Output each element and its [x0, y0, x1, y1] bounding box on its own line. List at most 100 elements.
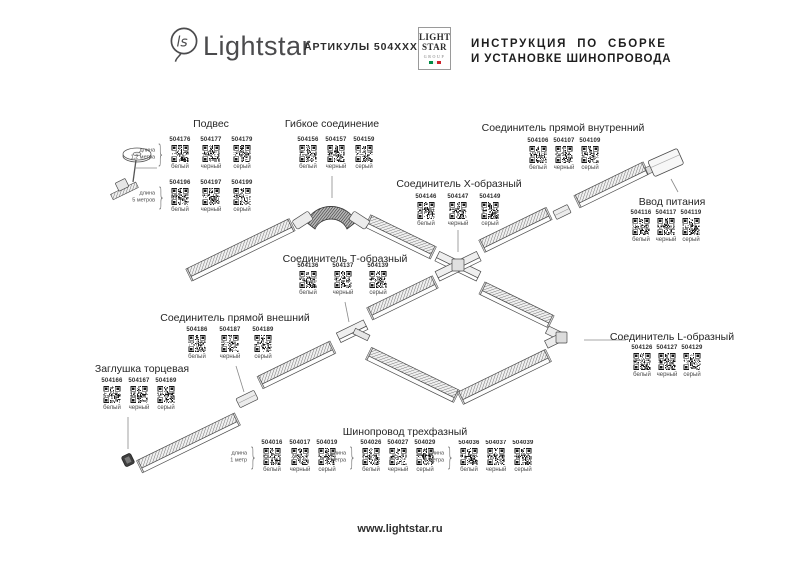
article-number: 504146 [415, 194, 437, 200]
article-number: 504137 [332, 263, 354, 269]
track-segment [478, 281, 555, 329]
article-number: 504116 [630, 210, 652, 216]
color-label: черный [655, 237, 677, 243]
color-label: черный [656, 372, 678, 378]
qr-code-504159 [355, 145, 373, 162]
length-label: длина 5 метров} [132, 185, 169, 210]
qr-code-504109 [581, 146, 599, 163]
article-number: 504189 [252, 327, 274, 333]
color-label: серый [416, 467, 434, 473]
article-number: 504186 [186, 327, 208, 333]
brace-glyph: } [249, 442, 258, 472]
svg-text:ls: ls [177, 35, 188, 51]
track-segment [136, 412, 241, 474]
color-label: черный [128, 405, 150, 411]
website-url: www.lightstar.ru [357, 523, 443, 535]
qr-code-504127 [658, 353, 676, 370]
color-label: белый [188, 354, 206, 360]
article-number: 504039 [512, 440, 534, 446]
color-label: серый [481, 221, 499, 227]
flexible-connector-illustration [292, 206, 370, 230]
color-label: черный [332, 290, 354, 296]
color-label: черный [219, 354, 241, 360]
color-label: черный [447, 221, 469, 227]
group-title-zaglushka: Заглушка торцевая [94, 363, 190, 375]
article-number: 504159 [353, 137, 375, 143]
group-title-vvod_pitaniya: Ввод питания [638, 196, 706, 208]
qr-code-504146 [417, 202, 435, 219]
qr-code-504019 [318, 448, 336, 465]
length-label: длина 3 метра} [424, 445, 458, 470]
article-number: 504106 [527, 138, 549, 144]
qr-code-504029 [416, 448, 434, 465]
color-label: серый [369, 290, 387, 296]
article-number: 504187 [219, 327, 241, 333]
qr-code-504157 [327, 145, 345, 162]
article-number: 504126 [631, 345, 653, 351]
qr-code-504116 [632, 218, 650, 235]
article-number: 504136 [297, 263, 319, 269]
color-label: серый [355, 164, 373, 170]
instruction-title-line1: ИНСТРУКЦИЯ ПО СБОРКЕ [471, 38, 667, 50]
brace-glyph: } [157, 139, 166, 169]
color-label: серый [514, 467, 532, 473]
instruction-title: ИНСТРУКЦИЯ ПО СБОРКЕ И УСТАНОВКЕ ШИНОПРО… [471, 37, 672, 66]
brace-glyph: } [348, 442, 357, 472]
color-label: белый [299, 290, 317, 296]
qr-code-504169 [157, 386, 175, 403]
length-label-text: длина 3 метра [424, 450, 445, 464]
track-segment [457, 348, 552, 405]
length-label: длина 1 метр} [230, 442, 261, 472]
qr-code-504177 [202, 145, 220, 162]
qr-code-504147 [449, 202, 467, 219]
qr-code-504199 [233, 188, 251, 205]
articles-label: АРТИКУЛЫ 504XXX [304, 41, 418, 53]
article-number: 504117 [655, 210, 677, 216]
qr-code-504039 [514, 448, 532, 465]
qr-code-504129 [683, 353, 701, 370]
article-number: 504019 [316, 440, 338, 446]
group-title-x_obraznyi: Соединитель Х-образный [396, 178, 522, 190]
track-segment [365, 346, 460, 403]
length-label-text: длина 1,2 метра [130, 147, 156, 161]
color-label: белый [171, 164, 189, 170]
group-logo-light: LIGHT [419, 32, 451, 42]
color-label: черный [553, 165, 575, 171]
qr-code-504037 [487, 448, 505, 465]
group-logo-star: STAR [422, 41, 447, 52]
lightstar-group-logo: LIGHT STAR GROUP [418, 27, 451, 70]
color-label: черный [485, 467, 507, 473]
qr-code-504189 [254, 335, 272, 352]
color-label: серый [233, 164, 251, 170]
article-number: 504129 [681, 345, 703, 351]
article-number: 504026 [360, 440, 382, 446]
color-label: серый [157, 405, 175, 411]
color-label: белый [529, 165, 547, 171]
length-label: длина 2 метра} [326, 442, 360, 472]
color-label: черный [200, 207, 222, 213]
article-number: 504017 [289, 440, 311, 446]
group-title-t_obraznyi: Соединитель Т-образный [282, 253, 408, 265]
color-label: белый [263, 467, 281, 473]
length-label-text: длина 1 метр [230, 450, 248, 464]
article-number: 504169 [155, 378, 177, 384]
qr-code-504106 [529, 146, 547, 163]
color-label: серый [254, 354, 272, 360]
qr-code-504149 [481, 202, 499, 219]
group-title-gibkoe: Гибкое соединение [284, 118, 380, 130]
qr-code-504026 [362, 448, 380, 465]
color-label: черный [387, 467, 409, 473]
color-label: белый [633, 372, 651, 378]
qr-code-504197 [202, 188, 220, 205]
article-number: 504176 [169, 137, 191, 143]
color-label: серый [683, 372, 701, 378]
article-number: 504109 [579, 138, 601, 144]
l-connector-illustration [544, 325, 568, 349]
article-number: 504016 [261, 440, 283, 446]
qr-code-504017 [291, 448, 309, 465]
color-label: серый [682, 237, 700, 243]
color-label: черный [325, 164, 347, 170]
qr-code-504167 [130, 386, 148, 403]
qr-code-504136 [299, 271, 317, 288]
